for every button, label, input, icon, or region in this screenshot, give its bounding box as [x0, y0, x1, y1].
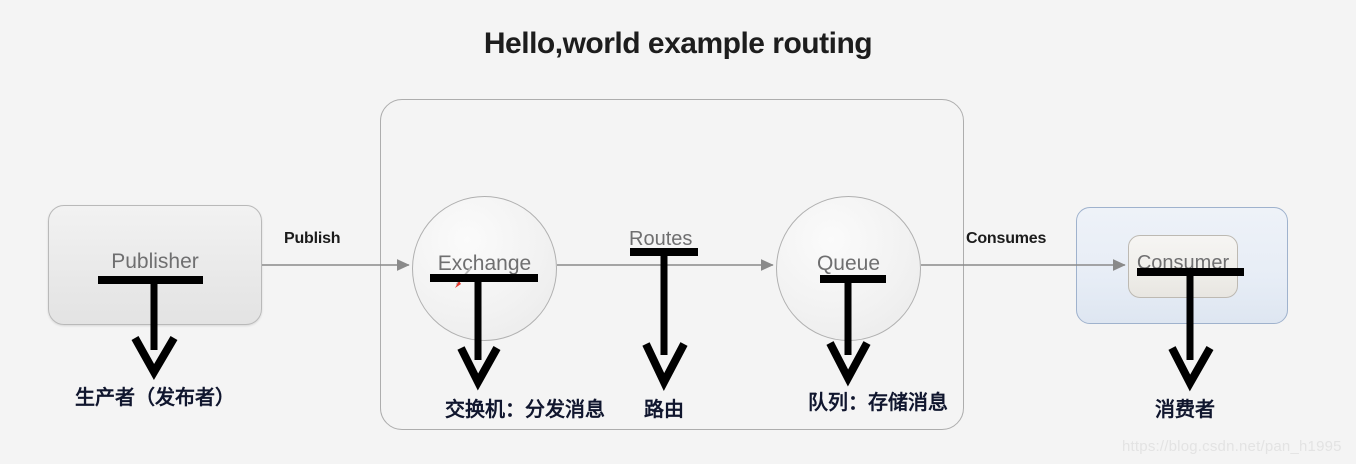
consumer-label: Consumer: [1136, 252, 1230, 274]
edge-label-publish: Publish: [284, 230, 341, 247]
watermark-text: https://blog.csdn.net/pan_h1995: [1122, 438, 1342, 455]
exchange-node[interactable]: [412, 196, 557, 341]
annotation-note-exchange: 交换机：分发消息: [445, 397, 605, 421]
annotation-note-publisher: 生产者（发布者）: [75, 385, 235, 409]
queue-label: Queue: [816, 252, 881, 275]
annotation-note-consumer: 消费者: [1155, 397, 1215, 421]
annotation-note-routes: 路由: [644, 397, 684, 421]
publisher-label: Publisher: [111, 250, 199, 273]
page-title: Hello,world example routing: [483, 27, 873, 60]
annotation-note-queue: 队列：存储消息: [808, 390, 948, 414]
edge-label-routes: Routes: [629, 228, 693, 250]
consumer-node[interactable]: [1128, 235, 1238, 298]
exchange-label: Exchange: [437, 252, 532, 275]
edge-label-consumes: Consumes: [966, 230, 1047, 247]
